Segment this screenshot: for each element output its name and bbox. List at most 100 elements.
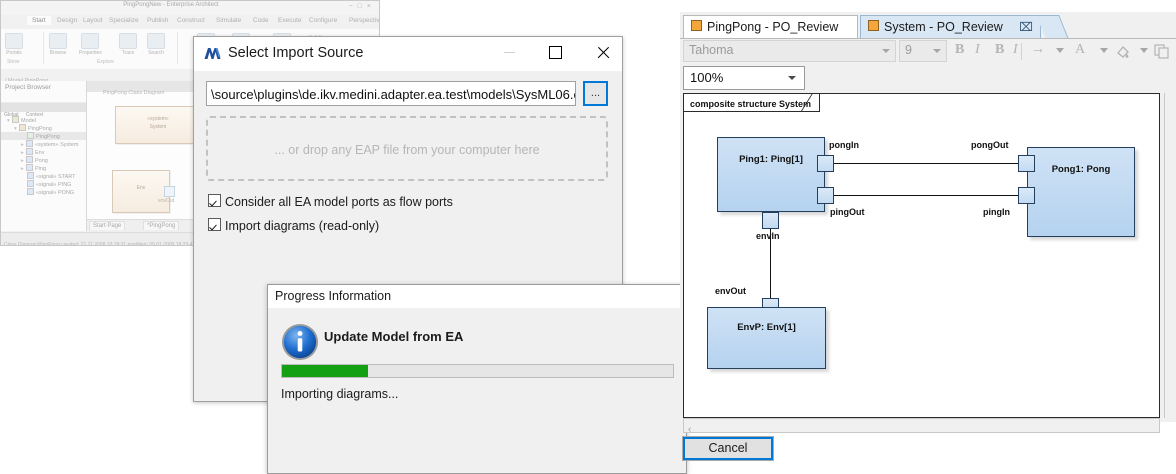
chevron-down-icon[interactable] [882, 49, 890, 53]
expander-icon[interactable]: ▸ [21, 166, 24, 172]
font-size-value: 9 [905, 43, 912, 57]
horizontal-scrollbar[interactable]: ‹ [683, 418, 1160, 435]
block-icon [26, 164, 33, 171]
tree-item[interactable]: ▸Ping [21, 164, 47, 172]
ribbon-button-search[interactable]: Search [147, 33, 165, 56]
tree-item[interactable]: ▾Model [7, 116, 36, 124]
ea-ribbon-tab-simulate[interactable]: Simulate [216, 17, 242, 24]
info-icon [281, 323, 319, 361]
eap-path-input[interactable]: \source\plugins\de.ikv.medini.adapter.ea… [206, 81, 576, 106]
close-button[interactable] [578, 37, 628, 67]
block-ping[interactable]: Ping1: Ping[1] [717, 137, 825, 212]
block-envp[interactable]: EnvP: Env[1] [707, 307, 826, 369]
ea-ribbon-tab-perspective[interactable]: Perspective [349, 17, 380, 24]
editor-tab-system[interactable]: System - PO_Review ⌧ [860, 15, 1041, 38]
expander-icon[interactable]: ▾ [14, 126, 17, 132]
ribbon-button-browse[interactable]: Browse [49, 33, 67, 56]
zoom-select[interactable]: 100% [683, 66, 805, 90]
italic-button[interactable]: I [975, 42, 980, 57]
ea-ribbon-tabs[interactable]: Start Design Layout Specialize Publish C… [1, 15, 379, 29]
file-drop-zone[interactable]: ... or drop any EAP file from your compu… [206, 116, 608, 181]
ea-ribbon-tab-start[interactable]: Start [27, 16, 51, 25]
ea-ribbon-tab-design[interactable]: Design [57, 17, 78, 24]
port-pongOut[interactable] [1018, 155, 1035, 172]
connector-env[interactable] [770, 229, 771, 312]
connector-ping[interactable] [834, 195, 1018, 196]
tree-item[interactable]: «signal» PING [1, 180, 86, 188]
ea-ribbon-tab-code[interactable]: Code [253, 17, 269, 24]
font-size-select[interactable]: 9 [899, 40, 947, 62]
status-bar-text: Class Diagram:PingPong created: 21.11.20… [4, 242, 210, 246]
tab-trailing-shape [1036, 15, 1069, 39]
chevron-down-icon[interactable] [933, 49, 941, 53]
ea-ribbon-tab-construct[interactable]: Construct [177, 17, 205, 24]
scroll-left-icon[interactable]: ‹ [688, 424, 692, 435]
bold-alt-button[interactable]: B [995, 42, 1005, 57]
ea-window-controls[interactable]: −□× [348, 3, 376, 10]
bold-button[interactable]: B [955, 42, 965, 57]
connector-pong[interactable] [834, 163, 1018, 164]
model-editor-pane: PingPong - PO_Review System - PO_Review … [680, 12, 1176, 435]
maximize-button[interactable] [532, 37, 578, 67]
tree-item[interactable]: «signal» START [1, 172, 86, 180]
line-style-icon[interactable]: → [1031, 42, 1045, 57]
checkbox-flow-ports[interactable] [208, 194, 221, 207]
fill-color-icon[interactable] [1115, 44, 1131, 59]
expander-icon[interactable]: ▸ [21, 150, 24, 156]
chevron-down-icon[interactable] [788, 76, 796, 80]
expander-icon[interactable]: ▸ [21, 142, 24, 148]
block-pong[interactable]: Pong1: Pong [1027, 147, 1135, 237]
ea-ribbon-tab-execute[interactable]: Execute [278, 17, 302, 24]
bg-port-label: envOut [158, 198, 175, 204]
chevron-down-icon[interactable] [1140, 48, 1148, 53]
tree-item[interactable]: «signal» PONG [1, 188, 86, 196]
port-pongIn[interactable] [817, 155, 834, 172]
expander-icon[interactable]: ▾ [7, 118, 10, 124]
ribbon-button-portals[interactable]: Portals [5, 33, 23, 56]
checkbox-row-flow-ports[interactable]: Consider all EA model ports as flow port… [208, 194, 453, 209]
tree-item[interactable]: ▾PingPong [14, 124, 52, 132]
copy-format-icon[interactable] [1154, 44, 1169, 59]
ea-ribbon-tab-layout[interactable]: Layout [83, 17, 103, 24]
browse-button[interactable]: ... [583, 81, 608, 106]
diagram-canvas[interactable]: composite structure System Ping1: Ping[1… [683, 93, 1160, 418]
close-icon[interactable]: ⌧ [1019, 20, 1033, 34]
chevron-down-icon[interactable] [1056, 48, 1064, 53]
cancel-button[interactable]: Cancel [682, 436, 774, 461]
project-browser-scope-tabs[interactable]: Global Context [1, 103, 86, 118]
port-pingOut[interactable] [817, 187, 834, 204]
font-color-icon[interactable]: A [1075, 42, 1086, 57]
bottom-tab-pingpong[interactable]: *PingPong [143, 221, 180, 230]
bg-block-system[interactable]: «system» System [115, 106, 201, 144]
ea-ribbon-tab-configure[interactable]: Configure [309, 17, 338, 24]
diagram-frame-label: composite structure System [684, 94, 821, 112]
ea-ribbon-tab-specialize[interactable]: Specialize [109, 17, 139, 24]
zoom-row: 100% [683, 66, 1173, 92]
minimize-button[interactable] [486, 37, 532, 67]
tree-item[interactable]: ▸Pong [21, 156, 48, 164]
scope-tab-global[interactable]: Global [4, 112, 19, 118]
bg-block-env[interactable]: Env [112, 170, 170, 213]
checkbox-row-import-diagrams[interactable]: Import diagrams (read-only) [208, 218, 379, 233]
signal-icon [27, 180, 34, 187]
ea-ribbon-tab-publish[interactable]: Publish [147, 17, 169, 24]
port-envIn[interactable] [762, 212, 779, 229]
tree-item[interactable]: ▸«system» System [21, 140, 79, 148]
bg-port[interactable] [164, 186, 175, 197]
editor-tab-label: System - PO_Review [884, 20, 1003, 34]
checkbox-import-diagrams[interactable] [208, 218, 221, 231]
block-icon [26, 148, 33, 155]
font-name-select[interactable]: Tahoma [683, 40, 896, 62]
ribbon-button-properties[interactable]: Properties [79, 33, 102, 56]
scope-tab-context[interactable]: Context [25, 112, 44, 118]
project-browser-toolbar[interactable] [1, 92, 86, 103]
tree-item[interactable]: ▸Env [21, 148, 45, 156]
chevron-down-icon[interactable] [1100, 48, 1108, 53]
italic-alt-button[interactable]: I [1013, 42, 1018, 57]
expander-icon[interactable]: ▸ [21, 158, 24, 164]
bottom-tab-start-page[interactable]: Start Page [89, 221, 126, 230]
port-pingIn[interactable] [1018, 187, 1035, 204]
editor-tab-pingpong[interactable]: PingPong - PO_Review [683, 15, 858, 38]
tree-item-selected[interactable]: PingPong [1, 132, 86, 140]
ribbon-button-trace[interactable]: Trace [119, 33, 137, 56]
